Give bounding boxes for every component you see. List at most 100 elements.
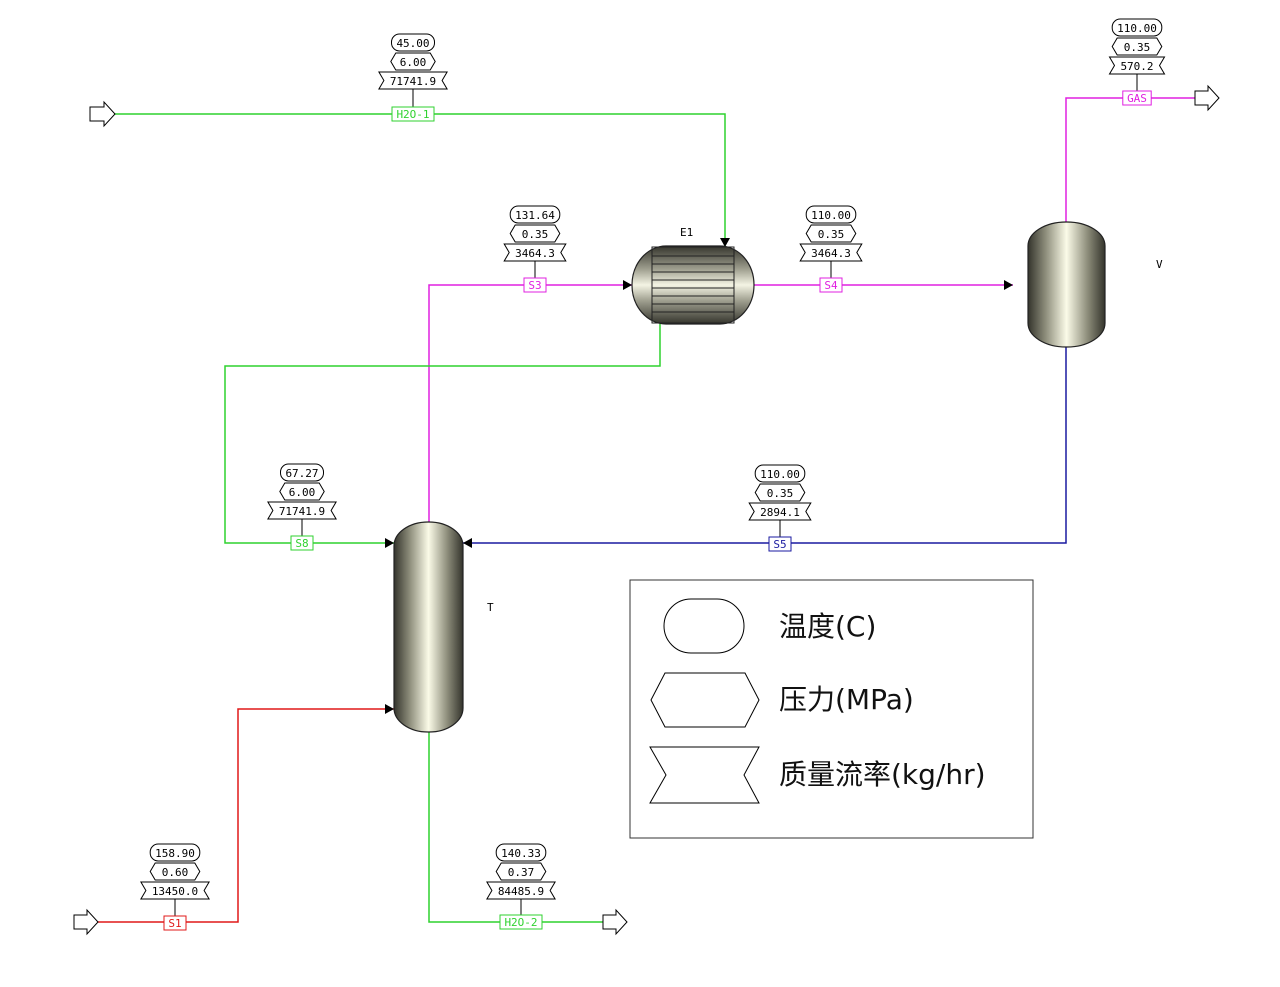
mass-flow-symbol [1108,56,1166,75]
flash-drum-body [1027,221,1106,348]
temperature-value: 110.00 [760,468,800,481]
stream-line-gas[interactable] [1065,97,1195,224]
stream-tag-label: S4 [824,279,838,292]
pressure-symbol [279,482,325,501]
stream-tag-s4[interactable] [819,277,843,293]
feed-arrow-h2o-1[interactable] [89,100,116,128]
temperature-value: 158.90 [155,847,195,860]
temperature-symbol [495,843,547,862]
pressure-value: 6.00 [289,486,316,499]
stream-tag-s1[interactable] [163,915,187,931]
temperature-symbol [391,33,435,52]
temperature-symbol [805,205,857,224]
product-arrow-gas[interactable] [1194,84,1220,112]
pressure-symbol [1111,37,1163,56]
pressure-value: 0.60 [162,866,189,879]
mass-flow-symbol [748,502,812,521]
pressure-symbol [495,862,547,881]
stream-line-s8[interactable] [224,324,661,544]
legend-mass-flow-symbol [649,746,760,804]
flash-drum-v[interactable]: V [1027,221,1163,348]
stream-tag-label: GAS [1127,92,1147,105]
temperature-value: 45.00 [396,37,429,50]
arrowhead [385,704,394,714]
temperature-value: 110.00 [811,209,851,222]
pressure-value: 0.37 [508,866,535,879]
stream-line-s1[interactable] [98,708,394,923]
mass-flow-symbol [378,71,448,90]
mass-flow-value: 13450.0 [152,885,198,898]
arrowhead [385,538,394,548]
unit-label-v: V [1156,258,1163,271]
mass-flow-value: 570.2 [1120,60,1153,73]
mass-flow-symbol [267,501,337,520]
temperature-value: 110.00 [1117,22,1157,35]
port-arrows [73,84,1220,936]
stream-tag-s8[interactable] [290,535,314,551]
mass-flow-value: 71741.9 [390,75,436,88]
temperature-symbol [754,464,806,483]
pressure-value: 0.35 [522,228,549,241]
stream-tag-s3[interactable] [523,277,547,293]
stream-line-s5[interactable] [463,345,1067,544]
temperature-symbol [280,463,324,482]
temperature-symbol [149,843,201,862]
stream-tag-label: S5 [773,538,786,551]
arrowhead [623,280,632,290]
stream-tag-gas[interactable] [1122,90,1152,106]
legend-pressure-symbol [650,672,760,728]
mass-flow-value: 71741.9 [279,505,325,518]
legend-pressure-label: 压力(MPa) [779,683,914,716]
pressure-value: 6.00 [400,56,427,69]
stream-tag-label: S1 [168,917,181,930]
column-body [393,521,464,733]
temperature-symbol [509,205,561,224]
stream-tag-label: H2O-1 [396,108,429,121]
stream-tag-h2o-1[interactable] [391,106,435,122]
pressure-symbol [149,862,201,881]
stream-annotations: 45.006.0071741.9H2O-1131.640.353464.3S31… [140,18,1166,931]
pressure-symbol [754,483,806,502]
tube-bundle [651,246,735,324]
temperature-value: 67.27 [285,467,318,480]
unit-label-e1: E1 [680,226,693,239]
legend-mass-flow-label: 质量流率(kg/hr) [779,758,986,791]
feed-arrow-s1[interactable] [73,908,99,936]
stream-s3-annotation: 131.64 0.35 3464.3S3 [503,205,567,293]
mass-flow-value: 84485.9 [498,885,544,898]
temperature-value: 131.64 [515,209,555,222]
legend-temperature-label: 温度(C) [779,610,876,643]
mass-flow-symbol [503,243,567,262]
stream-line-h2o-1[interactable] [114,113,726,246]
tube-lines [652,255,734,313]
column-t[interactable]: T [393,521,494,733]
temperature-value: 140.33 [501,847,541,860]
stream-line-h2o-2[interactable] [428,732,603,923]
stream-line-s3[interactable] [428,284,632,523]
pressure-value: 0.35 [818,228,845,241]
pressure-value: 0.35 [1124,41,1151,54]
product-arrow-h2o-2[interactable] [602,908,628,936]
stream-tag-h2o-2[interactable] [499,914,543,930]
pressure-value: 0.35 [767,487,794,500]
stream-tag-label: S3 [528,279,541,292]
pressure-symbol [390,52,436,71]
mass-flow-value: 3464.3 [515,247,555,260]
stream-tag-s5[interactable] [768,536,792,552]
pressure-symbol [805,224,857,243]
pressure-symbol [509,224,561,243]
mass-flow-symbol [140,881,210,900]
temperature-symbol [1111,18,1163,37]
stream-tag-label: S8 [295,537,308,550]
arrowhead [463,538,472,548]
stream-tag-label: H2O-2 [504,916,537,929]
unit-label-t: T [487,601,494,614]
arrowhead [720,238,730,247]
heat-exchanger-e1[interactable]: E1 [631,226,755,325]
